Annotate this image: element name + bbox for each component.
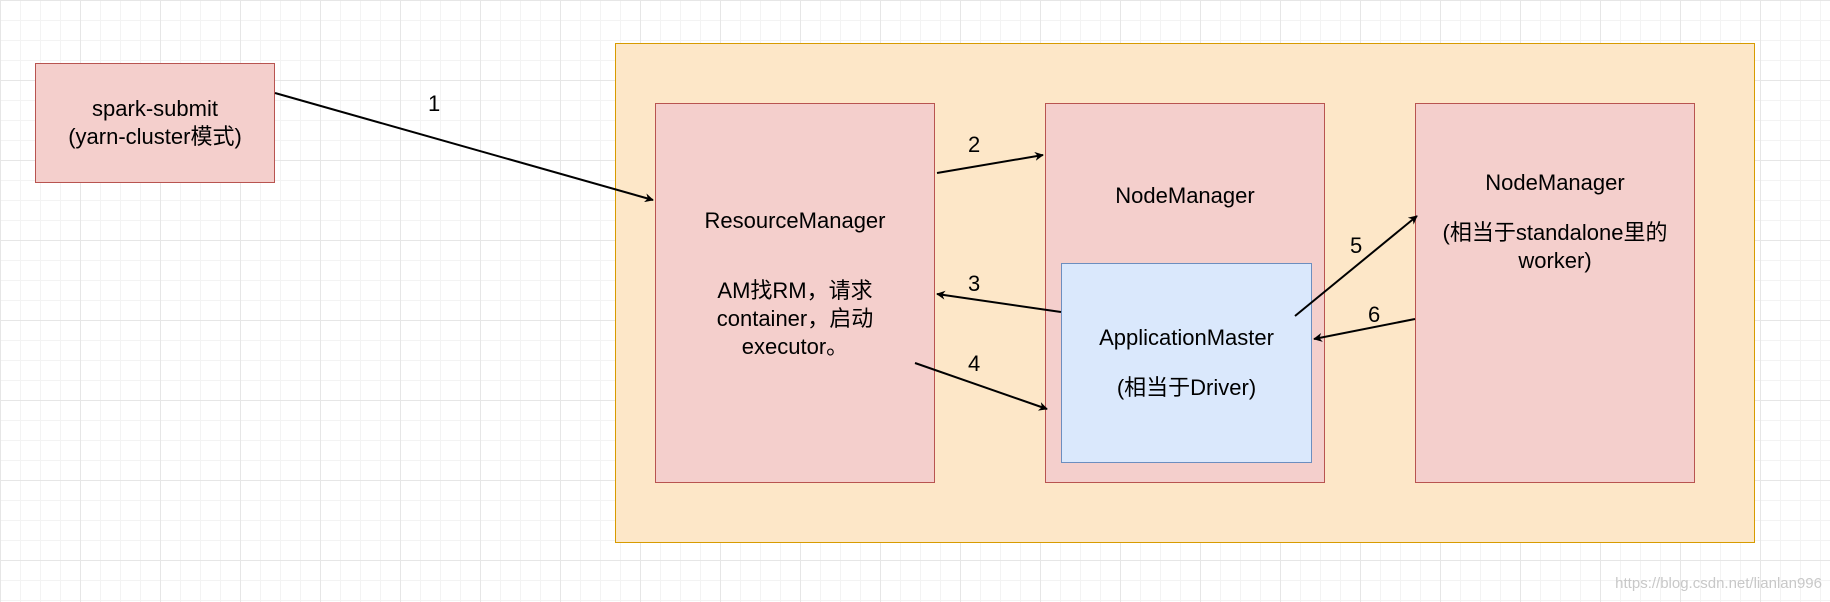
edge-4-arrow bbox=[914, 362, 1048, 411]
spark-submit-mode: (yarn-cluster模式) bbox=[68, 124, 242, 149]
application-master-title: ApplicationMaster bbox=[1099, 325, 1274, 350]
resource-manager-note-2: container，启动 bbox=[716, 306, 874, 331]
edge-3-label: 3 bbox=[968, 271, 981, 296]
application-master-node: ApplicationMaster (相当于Driver) bbox=[1061, 263, 1312, 463]
resource-manager-note-3: executor。 bbox=[741, 334, 849, 359]
spark-submit-title: spark-submit bbox=[92, 96, 218, 121]
edge-2-arrow bbox=[936, 151, 1044, 174]
edge-1-label: 1 bbox=[428, 91, 441, 116]
edge-6-arrow bbox=[1313, 318, 1416, 342]
node-manager-2-node: NodeManager (相当于standalone里的 worker) bbox=[1415, 103, 1695, 483]
edge-5-arrow bbox=[1294, 215, 1418, 317]
resource-manager-node: ResourceManager AM找RM，请求 container，启动 ex… bbox=[655, 103, 935, 483]
spark-submit-node: spark-submit (yarn-cluster模式) bbox=[35, 63, 275, 183]
edge-1-arrow bbox=[274, 92, 654, 203]
edge-5-label: 5 bbox=[1350, 233, 1363, 258]
node-manager-2-note-2: worker) bbox=[1518, 248, 1592, 273]
resource-manager-note-1: AM找RM，请求 bbox=[717, 278, 873, 303]
edge-2-label: 2 bbox=[968, 132, 981, 157]
edge-3-arrow bbox=[936, 290, 1062, 313]
node-manager-2-title: NodeManager bbox=[1485, 170, 1625, 195]
watermark: https://blog.csdn.net/lianlan996 bbox=[1615, 575, 1822, 592]
application-master-note: (相当于Driver) bbox=[1116, 375, 1257, 400]
node-manager-1-title: NodeManager bbox=[1115, 183, 1255, 208]
edge-4-label: 4 bbox=[968, 351, 981, 376]
resource-manager-title: ResourceManager bbox=[704, 208, 886, 233]
node-manager-2-note-1: (相当于standalone里的 bbox=[1442, 220, 1668, 245]
edge-6-label: 6 bbox=[1368, 302, 1381, 327]
